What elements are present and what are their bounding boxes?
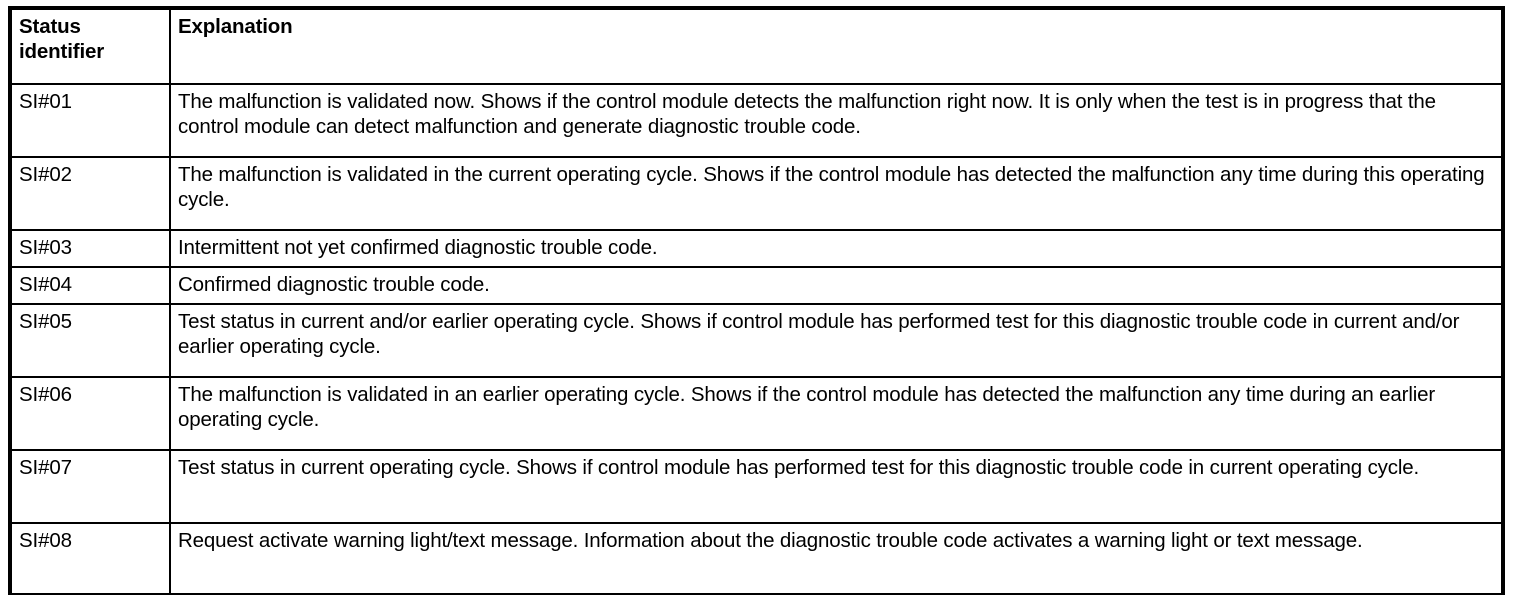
cell-explanation: Test status in current and/or earlier op… — [169, 303, 1501, 377]
cell-status-identifier: SI#02 — [12, 156, 170, 230]
cell-status-identifier: SI#03 — [12, 229, 170, 267]
table-row: SI#07 Test status in current operating c… — [12, 449, 1501, 523]
cell-status-identifier: SI#01 — [12, 83, 170, 157]
table-row: SI#03 Intermittent not yet confirmed dia… — [12, 229, 1501, 267]
cell-explanation: Test status in current operating cycle. … — [169, 449, 1501, 523]
cell-explanation: Request activate warning light/text mess… — [169, 522, 1501, 593]
cell-status-identifier: SI#04 — [12, 266, 170, 304]
cell-explanation: Intermittent not yet confirmed diagnosti… — [169, 229, 1501, 267]
cell-explanation: Confirmed diagnostic trouble code. — [169, 266, 1501, 304]
status-identifier-table-container: Status identifier Explanation SI#01 The … — [8, 6, 1505, 595]
cell-status-identifier: SI#06 — [12, 376, 170, 450]
column-header-explanation: Explanation — [169, 10, 1501, 84]
cell-status-identifier: SI#08 — [12, 522, 170, 593]
column-header-status-identifier-line1: Status — [19, 15, 81, 38]
cell-explanation: The malfunction is validated in an earli… — [169, 376, 1501, 450]
table-header-row: Status identifier Explanation — [12, 10, 1501, 84]
table-row: SI#08 Request activate warning light/tex… — [12, 522, 1501, 593]
column-header-status-identifier-line2: identifier — [19, 40, 105, 63]
column-header-status-identifier: Status identifier — [12, 10, 170, 84]
table-row: SI#02 The malfunction is validated in th… — [12, 156, 1501, 230]
table-row: SI#05 Test status in current and/or earl… — [12, 303, 1501, 377]
table-row: SI#01 The malfunction is validated now. … — [12, 83, 1501, 157]
cell-explanation: The malfunction is validated in the curr… — [169, 156, 1501, 230]
cell-explanation: The malfunction is validated now. Shows … — [169, 83, 1501, 157]
status-identifier-table: Status identifier Explanation SI#01 The … — [12, 10, 1501, 593]
cell-status-identifier: SI#07 — [12, 449, 170, 523]
table-row: SI#04 Confirmed diagnostic trouble code. — [12, 266, 1501, 304]
table-row: SI#06 The malfunction is validated in an… — [12, 376, 1501, 450]
cell-status-identifier: SI#05 — [12, 303, 170, 377]
